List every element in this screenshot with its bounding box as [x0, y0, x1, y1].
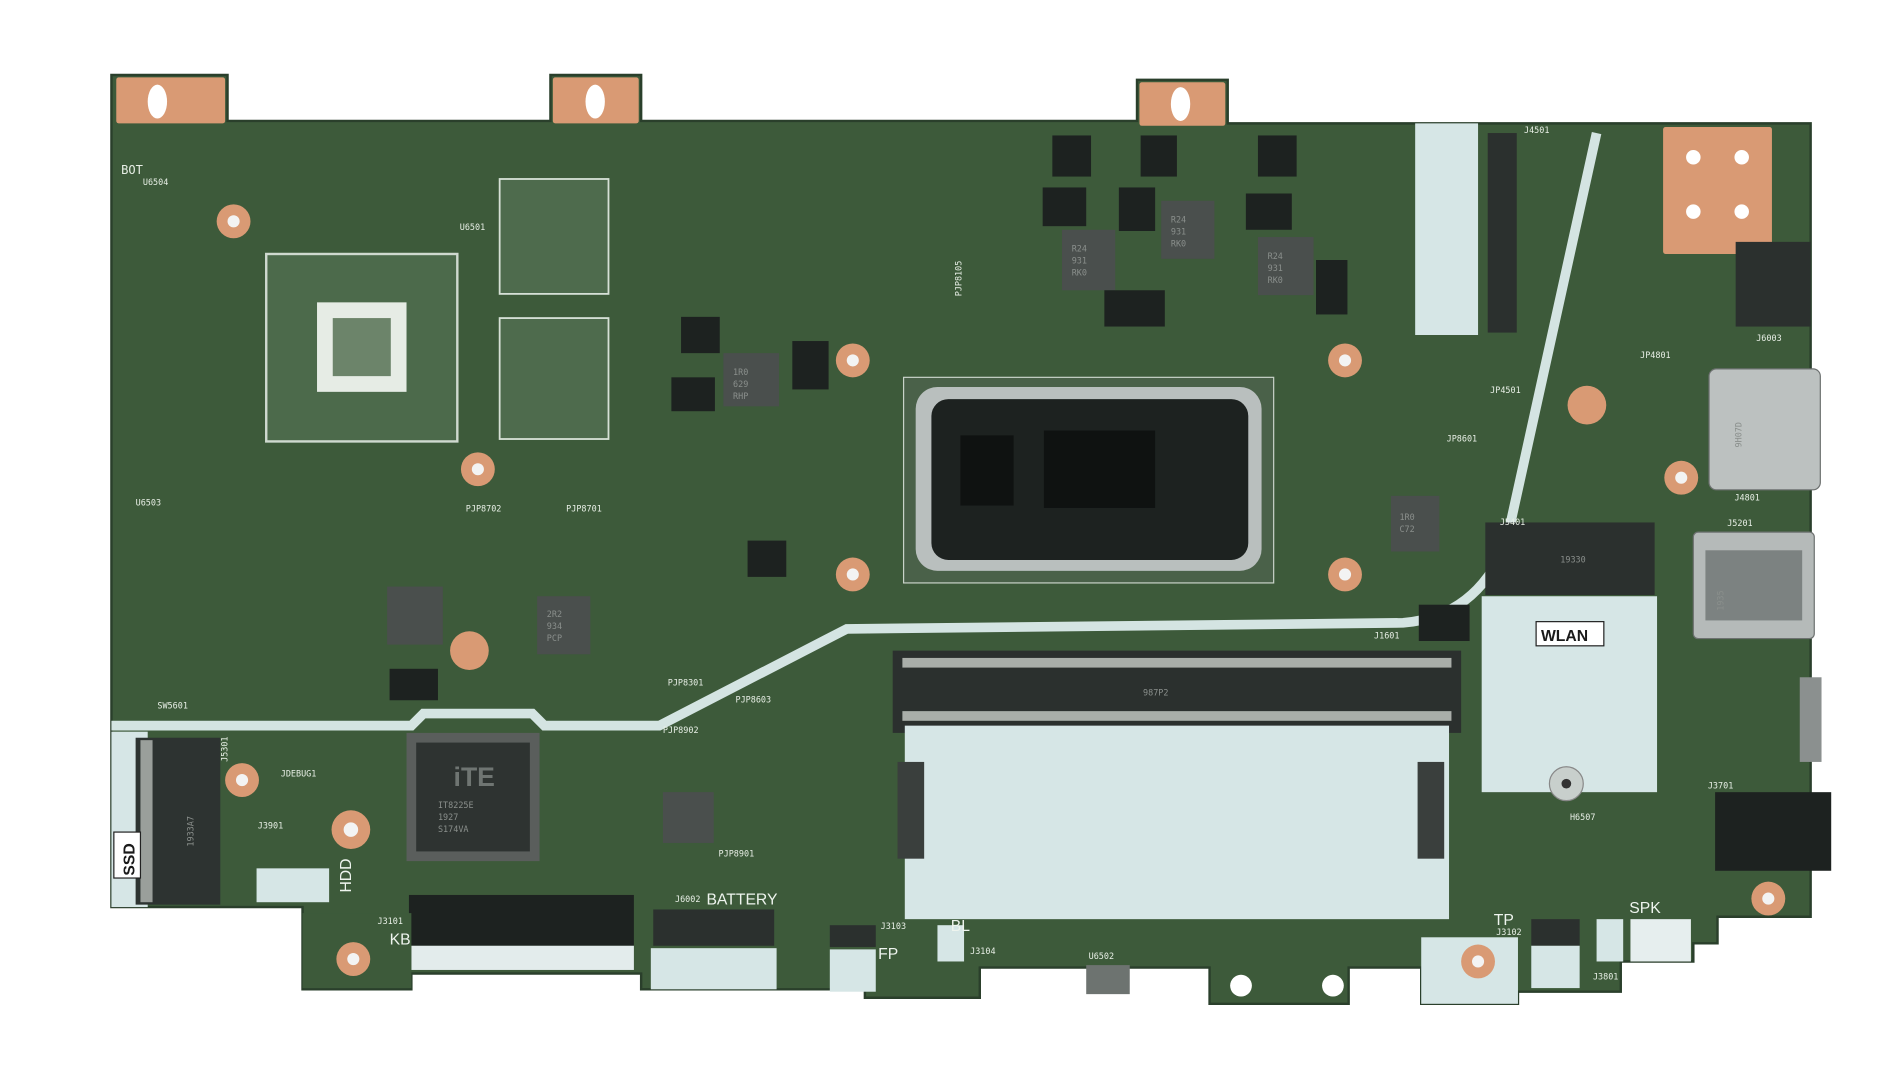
audio-jack-bottom — [1715, 792, 1832, 871]
label-u6503: U6503 — [136, 498, 161, 508]
label-j5401: J5401 — [1500, 517, 1525, 527]
battery-connector — [653, 909, 775, 946]
vram-footprints — [498, 178, 610, 440]
inductor-4-mark-2: 931 — [1268, 263, 1283, 273]
edp-connector — [1487, 133, 1517, 333]
cpu-package — [902, 376, 1275, 584]
label-bl: BL — [951, 918, 970, 935]
inductor-1-mark-3: RHP — [733, 391, 748, 401]
label-jdebug1: JDEBUG1 — [281, 768, 317, 778]
label-pjp8701: PJP8701 — [566, 504, 602, 514]
label-fp: FP — [878, 946, 898, 963]
mounting-holes — [147, 84, 1749, 219]
usbc-mark: 9H07D — [1734, 422, 1744, 447]
flex-shield-top — [1415, 123, 1479, 336]
inductor-6-mark-3: PCP — [547, 633, 562, 643]
ssd-label: SSD — [121, 843, 138, 875]
ssd-slot — [111, 731, 221, 908]
inductor-2-mark: R24 — [1072, 244, 1087, 254]
inductor-4-mark: R24 — [1268, 251, 1283, 261]
ec-marking-1: IT8225E — [438, 800, 474, 810]
inductor-1-mark: 1R0 — [733, 367, 748, 377]
wlan-slot — [1481, 522, 1658, 802]
label-pjp8301: PJP8301 — [668, 678, 704, 688]
hdd-connector — [256, 868, 330, 903]
label-j3901: J3901 — [258, 820, 283, 830]
ram-slot — [892, 650, 1462, 920]
label-j3101: J3101 — [377, 916, 402, 926]
label-j1601: J1601 — [1374, 631, 1399, 641]
spk-connector — [1596, 919, 1624, 962]
label-j3102: J3102 — [1496, 927, 1521, 937]
ec-marking-3: S174VA — [438, 824, 469, 834]
silkscreen-labels: BOT U6504 U6501 U6503 PJP8702 PJP8701 PJ… — [121, 125, 1782, 982]
label-kb: KB — [390, 932, 411, 949]
label-u6501: U6501 — [460, 222, 485, 232]
inductor-2-mark-3: RK0 — [1072, 268, 1087, 278]
label-pjp8902: PJP8902 — [663, 725, 699, 735]
inductor-6-mark: 2R2 — [547, 609, 562, 619]
label-u6502: U6502 — [1089, 951, 1114, 961]
label-jp8601: JP8601 — [1447, 433, 1478, 443]
inductor-1-mark-2: 629 — [733, 379, 748, 389]
label-j6002: J6002 — [675, 894, 700, 904]
label-j3104: J3104 — [970, 946, 995, 956]
label-jp4501: JP4501 — [1490, 385, 1521, 395]
ec-chip — [406, 732, 540, 862]
label-pjp8702: PJP8702 — [466, 504, 502, 514]
label-j5201: J5201 — [1727, 518, 1752, 528]
inductor-4-mark-3: RK0 — [1268, 275, 1283, 285]
ec-marking-2: 1927 — [438, 812, 458, 822]
label-hdd: HDD — [338, 858, 355, 892]
wlan-slot-mark: 19330 — [1560, 554, 1585, 564]
label-pjp8105: PJP8105 — [954, 261, 964, 297]
bga-footprint — [265, 252, 459, 443]
fp-connector — [829, 925, 876, 947]
label-spk: SPK — [1629, 900, 1661, 917]
inductor-3-mark: R24 — [1171, 215, 1186, 225]
inductors — [387, 200, 1440, 843]
usb-c-port — [1708, 368, 1821, 491]
ssd-slot-mark: 1933A7 — [186, 816, 196, 847]
label-j3103: J3103 — [881, 921, 906, 931]
usba-mark: 1935 — [1716, 590, 1726, 610]
label-tp: TP — [1494, 912, 1514, 929]
bottom-screw-pads — [336, 942, 1495, 997]
ec-brand-logo: iTE — [454, 762, 495, 792]
label-sw5601: SW5601 — [157, 701, 188, 711]
inductor-2-mark-2: 931 — [1072, 256, 1087, 266]
inductor-3-mark-3: RK0 — [1171, 239, 1186, 249]
label-pjp8603: PJP8603 — [735, 695, 771, 705]
label-j5301: J5301 — [220, 736, 230, 761]
label-j4801: J4801 — [1734, 493, 1759, 503]
label-u6504: U6504 — [143, 177, 168, 187]
micro-port — [1799, 677, 1822, 762]
io-ports — [1692, 241, 1832, 871]
label-bot: BOT — [121, 163, 143, 177]
inductor-6-mark-2: 934 — [547, 621, 562, 631]
label-pjp8901: PJP8901 — [719, 848, 755, 858]
label-h6507: H6507 — [1570, 812, 1595, 822]
bl-connector — [937, 925, 965, 962]
mosfets — [389, 135, 1470, 701]
inductor-5-mark-2: C72 — [1399, 524, 1414, 534]
inductor-5-mark: 1R0 — [1399, 512, 1414, 522]
label-j3801: J3801 — [1593, 972, 1618, 982]
ram-slot-mark: 987P2 — [1143, 687, 1168, 697]
tp-connector — [1531, 919, 1580, 946]
label-j3701: J3701 — [1708, 781, 1733, 791]
label-j6003: J6003 — [1756, 333, 1781, 343]
keyboard-connector — [408, 894, 634, 946]
label-j4501: J4501 — [1524, 125, 1549, 135]
inductor-3-mark-2: 931 — [1171, 227, 1186, 237]
wlan-label: WLAN — [1541, 628, 1588, 645]
ssd-label-box — [113, 831, 142, 879]
audio-jack-top — [1735, 241, 1811, 327]
label-jp4801: JP4801 — [1640, 350, 1671, 360]
label-battery: BATTERY — [706, 892, 778, 909]
